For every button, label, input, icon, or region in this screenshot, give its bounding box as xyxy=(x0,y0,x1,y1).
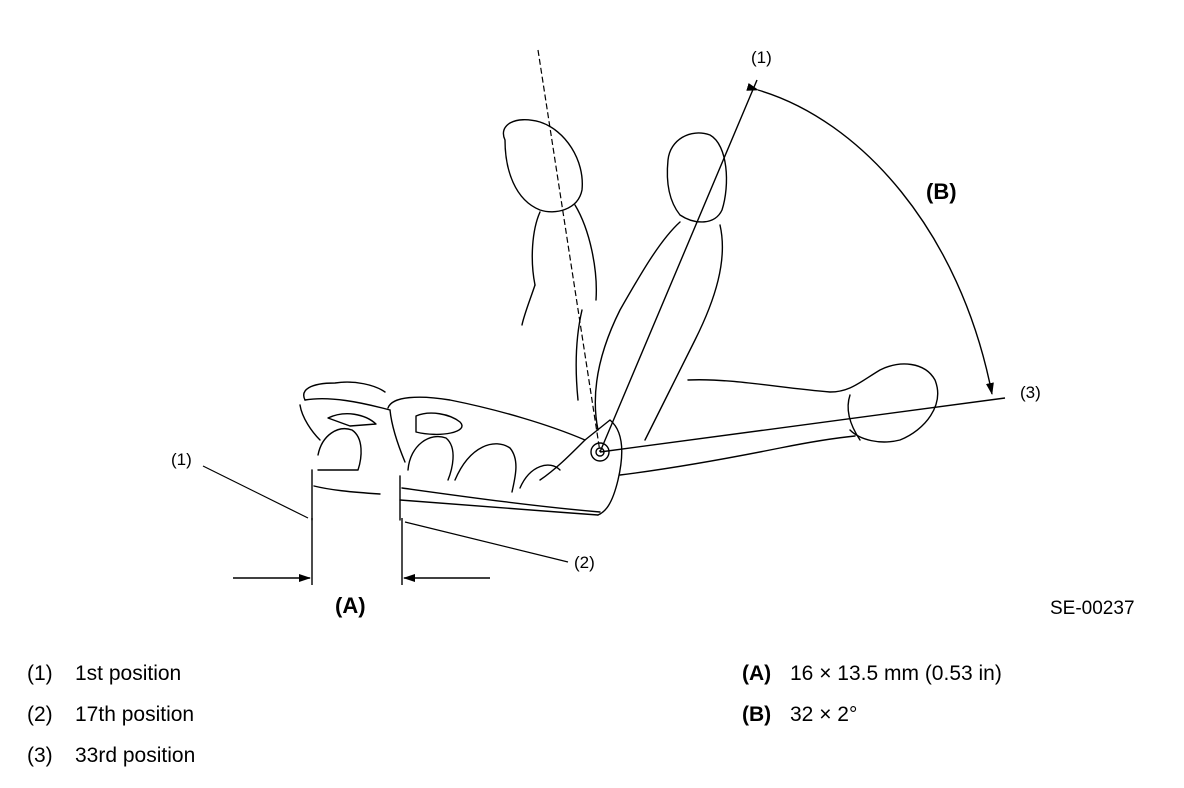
seat-frame xyxy=(539,419,623,516)
dimension-a xyxy=(233,518,490,585)
legend-text: 32 × 2° xyxy=(790,703,858,726)
legend-dimensions: (A) 16 × 13.5 mm (0.53 in) (B) 32 × 2° xyxy=(742,662,1002,744)
seatback-33rd-position xyxy=(619,363,939,476)
legend-text: 17th position xyxy=(75,703,195,726)
seat-slide-recline-diagram xyxy=(202,49,1006,585)
legend-item-1: (1) 1st position xyxy=(27,662,195,703)
seatback-upright xyxy=(502,119,597,326)
callout-1-left: (1) xyxy=(171,450,192,469)
seatback-1st-position xyxy=(575,132,728,441)
legend-positions: (1) 1st position (2) 17th position (3) 33rd… xyxy=(27,662,195,785)
seat-cushion-front xyxy=(387,396,601,521)
leader-2 xyxy=(404,521,569,563)
legend-item-2: (2) 17th position xyxy=(27,703,195,744)
callout-2: (2) xyxy=(574,553,595,572)
legend-text: 1st position xyxy=(75,662,182,685)
angle-b-arc xyxy=(746,83,994,395)
seat-cushion-rear xyxy=(299,381,391,521)
figure-code: SE-00237 xyxy=(1050,598,1135,619)
legend-key: (2) xyxy=(27,703,53,726)
legend-key: (A) xyxy=(742,662,772,685)
legend-text: 33rd position xyxy=(75,744,196,767)
legend-key: (3) xyxy=(27,744,53,767)
line-1st-position xyxy=(599,79,758,453)
legend-key: (B) xyxy=(742,703,772,726)
line-33rd-position xyxy=(599,397,1006,453)
callout-3: (3) xyxy=(1020,383,1041,402)
dimension-a-label: (A) xyxy=(335,593,366,618)
callout-1-top: (1) xyxy=(751,48,772,67)
dimension-b-label: (B) xyxy=(926,179,957,204)
legend-item-b: (B) 32 × 2° xyxy=(742,703,1002,744)
legend-item-3: (3) 33rd position xyxy=(27,744,195,785)
legend-text: 16 × 13.5 mm (0.53 in) xyxy=(790,662,1002,685)
legend-key: (1) xyxy=(27,662,53,685)
centerline-upright xyxy=(537,49,601,453)
leader-1-left xyxy=(202,465,309,519)
legend-item-a: (A) 16 × 13.5 mm (0.53 in) xyxy=(742,662,1002,703)
